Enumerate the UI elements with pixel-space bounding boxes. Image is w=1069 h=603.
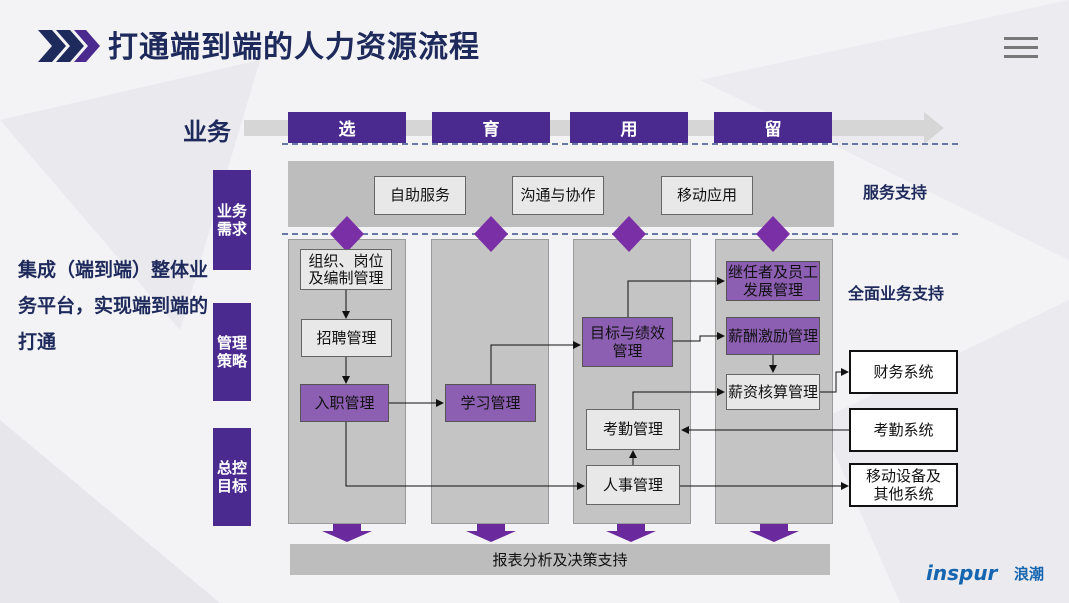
label-service-support: 服务支持 (863, 183, 928, 202)
module-compensation: 薪酬激励管理 (726, 317, 820, 355)
brand-logo-cn: 浪潮 (1014, 565, 1045, 583)
side-label-strategy: 管理 策略 (213, 303, 251, 401)
service-mobile: 移动应用 (661, 176, 753, 215)
service-communication: 沟通与协作 (512, 176, 604, 215)
module-goal-performance: 目标与绩效 管理 (582, 317, 673, 367)
external-mobile-devices: 移动设备及 其他系统 (849, 463, 958, 507)
menu-icon[interactable] (1004, 37, 1038, 59)
report-bar: 报表分析及决策支持 (290, 544, 830, 575)
side-label-goal: 总控 目标 (213, 428, 251, 526)
column-develop (431, 239, 549, 524)
phase-retain: 留 (714, 112, 832, 143)
page-title: 打通端到端的人力资源流程 (108, 30, 480, 65)
external-attendance: 考勤系统 (849, 408, 958, 452)
phase-develop: 育 (432, 112, 550, 143)
module-learning: 学习管理 (445, 384, 536, 422)
service-self: 自助服务 (374, 176, 466, 215)
phase-use: 用 (570, 112, 688, 143)
phase-select: 选 (288, 112, 406, 143)
chevron-logo-icon (38, 30, 100, 62)
side-label-demand: 业务 需求 (213, 170, 251, 270)
module-successor: 继任者及员工 发展管理 (726, 261, 820, 301)
module-recruit: 招聘管理 (301, 319, 392, 357)
dashed-separators (282, 143, 958, 235)
integration-text: 集成（端到端）整体业务平台，实现端到端的打通 (18, 259, 209, 353)
brand-logo: inspur (926, 561, 998, 585)
module-attendance: 考勤管理 (586, 409, 680, 450)
external-finance: 财务系统 (849, 350, 958, 394)
business-label: 业务 (183, 118, 231, 146)
module-personnel: 人事管理 (586, 465, 680, 505)
module-onboard: 入职管理 (300, 384, 389, 422)
label-full-support: 全面业务支持 (848, 284, 945, 303)
module-org: 组织、岗位 及编制管理 (300, 249, 392, 290)
module-payroll: 薪资核算管理 (726, 374, 820, 410)
